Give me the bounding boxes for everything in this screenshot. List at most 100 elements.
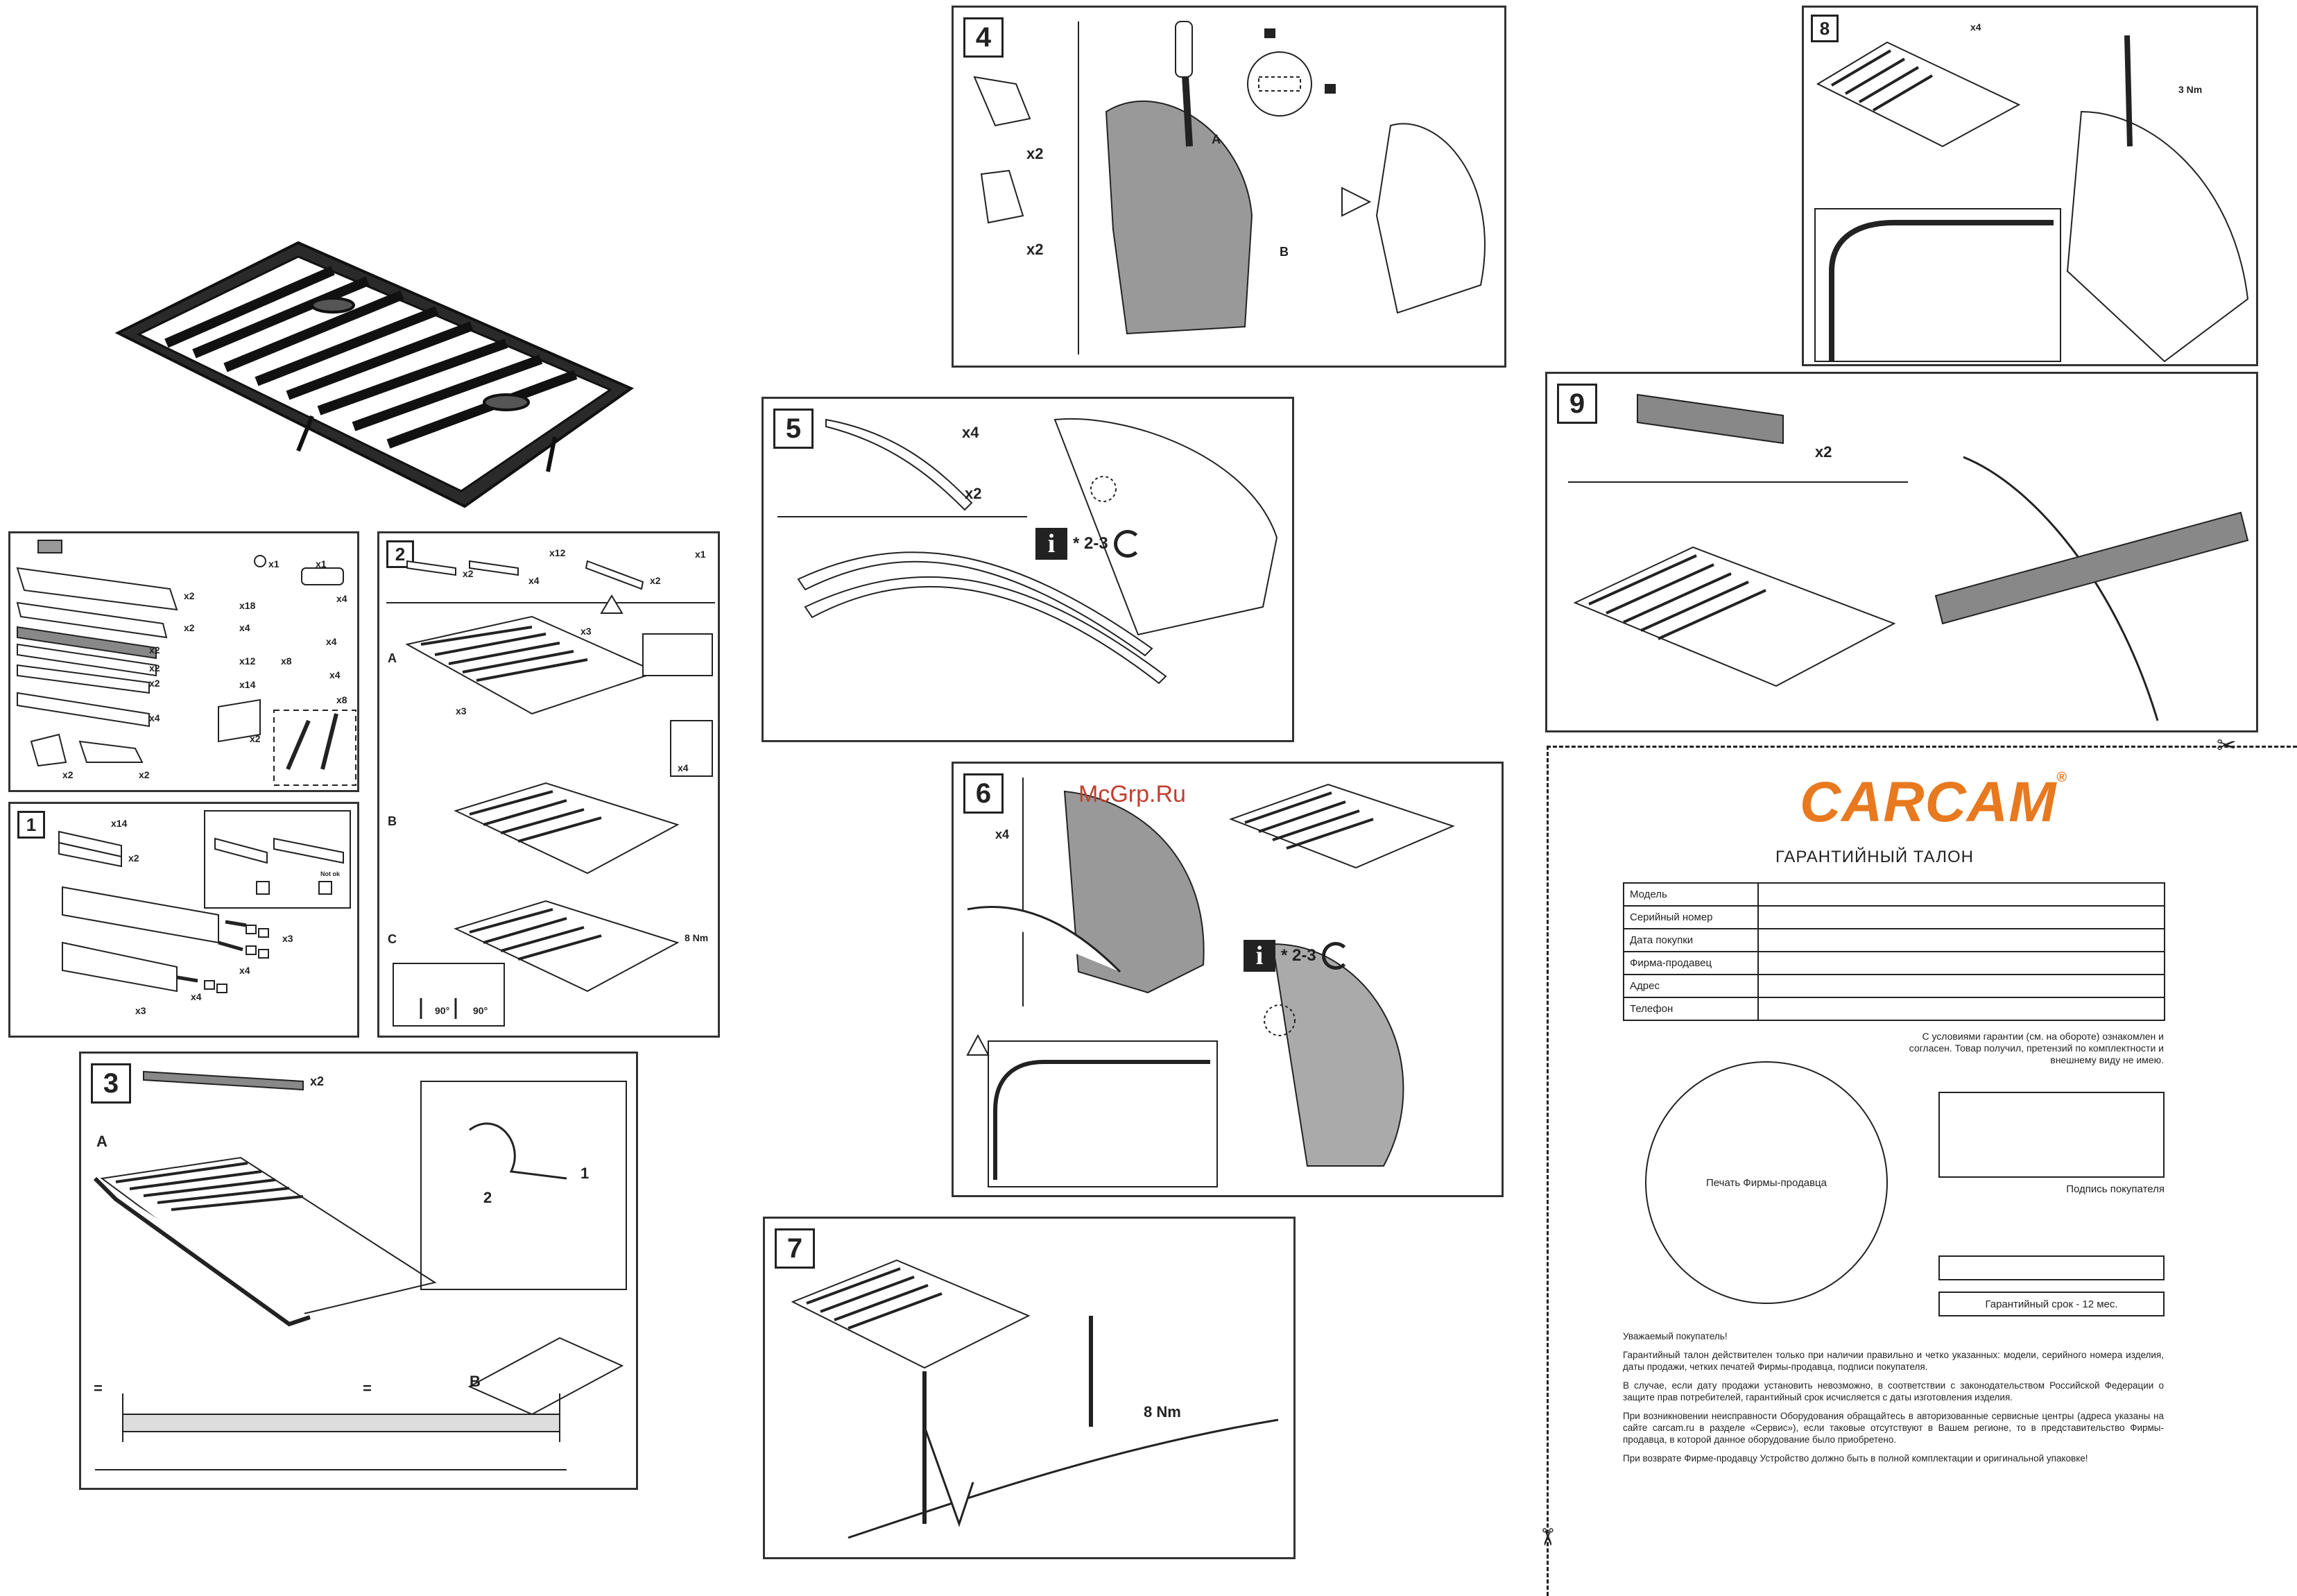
warranty-title: ГАРАНТИЙНЫЙ ТАЛОН — [1775, 848, 1974, 866]
cut-line-horizontal — [1547, 746, 2297, 748]
field-label-model: Модель — [1623, 882, 1759, 907]
seller-stamp-area: Печать Фирмы-продавца — [1645, 1061, 1888, 1304]
rotate-icon — [1321, 942, 1350, 970]
qty-label: x8 — [336, 694, 347, 705]
field-phone[interactable] — [1757, 997, 2165, 1021]
sub-step-label: A — [96, 1133, 107, 1150]
paragraph: Гарантийный талон действителен только пр… — [1623, 1350, 2164, 1372]
watermark: McGrp.Ru — [1078, 781, 1186, 807]
field-model[interactable] — [1757, 882, 2165, 907]
qty-label: x2 — [184, 590, 195, 601]
qty-label: x2 — [62, 769, 74, 780]
qty-label: x1 — [695, 549, 706, 560]
step-number: 7 — [775, 1228, 815, 1269]
scissors-icon: ✂ — [2217, 732, 2237, 760]
qty-label: x4 — [149, 712, 160, 723]
step-4-panel: 4 x2 x2 A B — [952, 6, 1506, 368]
qty-label: x2 — [139, 769, 150, 780]
lock-icon — [1325, 84, 1336, 94]
cut-line-vertical — [1547, 746, 1549, 1596]
info-icon: i — [1035, 528, 1067, 560]
blank-box[interactable] — [1938, 1255, 2165, 1280]
callout-number: 2 — [483, 1189, 492, 1206]
step-number: 1 — [17, 811, 45, 839]
step-number: 3 — [91, 1063, 131, 1104]
qty-label: x3 — [282, 933, 293, 944]
warranty-terms-text: Уважаемый покупатель! Гарантийный талон … — [1623, 1330, 2164, 1471]
qty-label: x8 — [281, 655, 292, 667]
qty-label: x4 — [528, 575, 540, 586]
paragraph: В случае, если дату продажи установить н… — [1623, 1380, 2164, 1402]
qty-label: x2 — [184, 622, 195, 633]
callout-letter: A — [1212, 132, 1221, 146]
torque-label: 8 Nm — [1144, 1403, 1181, 1421]
sub-step-label: A — [388, 651, 397, 665]
qty-label: x4 — [962, 424, 979, 441]
unlock-icon — [1264, 28, 1275, 38]
info-text: * 2-3 — [1281, 946, 1316, 965]
step-2-panel: 2 x2 x4 x12 x2 x1 A x3 x3 x4 B 8 Nm C 90… — [377, 531, 720, 1038]
equal-mark: = — [94, 1380, 103, 1397]
qty-label: x4 — [678, 762, 689, 773]
field-label-date: Дата покупки — [1623, 928, 1759, 952]
step-3-panel: 3 x2 A B 1 2 = = — [79, 1052, 638, 1490]
brand-logo: CARCAM® — [1800, 770, 2068, 834]
step-7-panel: 7 8 Nm — [763, 1217, 1296, 1559]
field-address[interactable] — [1757, 974, 2165, 998]
qty-label: x2 — [965, 485, 982, 502]
field-label-seller: Фирма-продавец — [1623, 951, 1759, 975]
qty-label: x18 — [239, 600, 256, 611]
torque-label: 3 Nm — [2178, 84, 2203, 95]
signature-label: Подпись покупателя — [2066, 1183, 2165, 1195]
qty-label: x4 — [191, 991, 202, 1002]
warning-icon — [600, 594, 623, 614]
qty-label: x12 — [549, 547, 566, 558]
warranty-term: Гарантийный срок - 12 мес. — [1938, 1292, 2165, 1316]
signature-box[interactable] — [1938, 1092, 2165, 1178]
callout-number: 1 — [580, 1165, 590, 1182]
scissors-icon: ✂ — [1533, 1527, 1561, 1547]
qty-label: x2 — [1815, 443, 1832, 461]
qty-label: x14 — [111, 818, 128, 829]
field-date[interactable] — [1757, 928, 2165, 952]
qty-label: x14 — [239, 679, 256, 690]
step-5-panel: 5 x4 x2 i * 2-3 — [762, 397, 1294, 742]
paragraph: При возникновении неисправности Оборудов… — [1623, 1411, 2164, 1445]
step-4-drawing — [973, 21, 1486, 354]
warning-icon — [966, 1033, 990, 1056]
qty-label: x3 — [580, 626, 592, 637]
qty-label: x12 — [239, 655, 256, 667]
parts-drawing — [16, 540, 356, 786]
qty-label: x2 — [463, 568, 474, 579]
warranty-form: Модель Серийный номер Дата покупки Фирма… — [1623, 882, 2165, 1021]
qty-label: x4 — [995, 827, 1010, 841]
qty-label: x2 — [250, 733, 261, 744]
rotate-icon — [1113, 530, 1142, 558]
qty-label: x3 — [135, 1005, 146, 1016]
step-1-panel: 1 x14 x2 x3 x4 x4 x3 Not ok — [8, 802, 359, 1038]
not-ok-label: Not ok — [320, 870, 340, 877]
qty-label: x4 — [239, 622, 250, 633]
field-seller[interactable] — [1757, 951, 2165, 975]
qty-label: x1 — [268, 558, 279, 569]
step-8-panel: 8 x4 3 Nm — [1802, 6, 2258, 366]
info-icon: i — [1244, 940, 1275, 972]
field-serial[interactable] — [1757, 905, 2165, 929]
qty-label: x2 — [149, 678, 160, 689]
sub-step-label: C — [388, 932, 397, 946]
qty-label: x2 — [149, 644, 160, 655]
qty-label: x2 — [650, 575, 661, 586]
sub-step-label: B — [388, 814, 397, 828]
step-6-drawing — [966, 778, 1455, 1187]
step-number: 9 — [1557, 384, 1597, 424]
info-callout: i * 2-3 — [1035, 528, 1142, 560]
torque-label: 8 Nm — [685, 932, 709, 943]
info-text: * 2-3 — [1073, 534, 1108, 553]
paragraph: При возврате Фирме-продавцу Устройство д… — [1623, 1453, 2088, 1464]
qty-label: x2 — [149, 662, 160, 673]
step-6-panel: 6 x4 i * 2-3 — [952, 762, 1504, 1197]
step-number: 4 — [963, 17, 1004, 58]
field-label-phone: Телефон — [1623, 997, 1759, 1021]
qty-label: x2 — [1026, 241, 1044, 258]
qty-label: x4 — [1970, 22, 1981, 33]
